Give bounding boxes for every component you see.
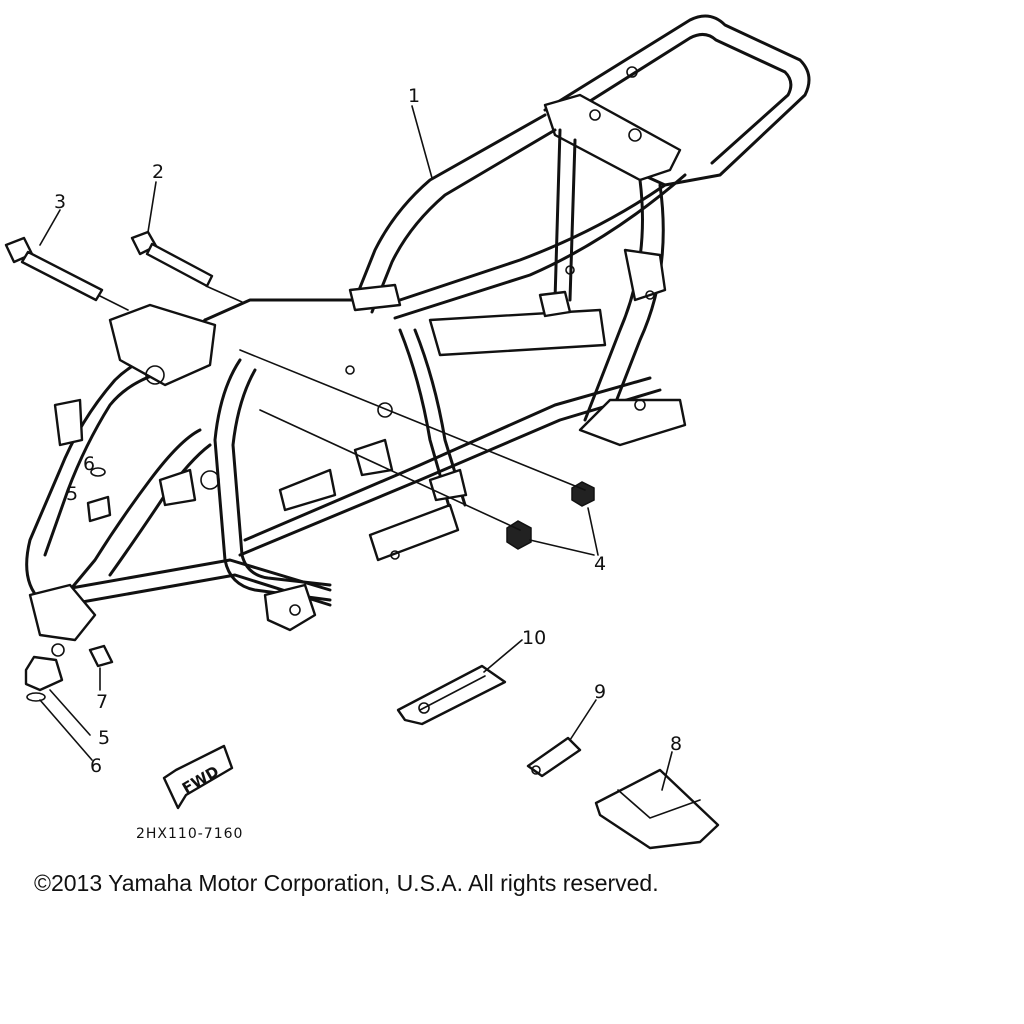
callout-8: 8 [670, 733, 682, 755]
copyright-notice: ©2013 Yamaha Motor Corporation, U.S.A. A… [34, 870, 659, 896]
callout-4: 4 [594, 553, 606, 575]
frame-parts-diagram: FWD 1 2 3 4 6 5 7 5 6 10 9 8 2HX110-7160 [4, 14, 811, 850]
callout-6-lower: 6 [90, 755, 102, 777]
nut-part-4 [506, 481, 595, 550]
callout-2: 2 [152, 161, 164, 183]
callout-3: 3 [54, 191, 66, 213]
bolt-part-2 [130, 230, 214, 288]
bolt-part-7 [51, 643, 114, 668]
damper-part-5-lower [24, 655, 64, 702]
damper-part-5-upper [86, 467, 112, 523]
callout-5-lower: 5 [98, 727, 110, 749]
bolt-part-3 [4, 236, 104, 302]
diagram-reference-code: 2HX110-7160 [136, 826, 243, 842]
callout-10: 10 [522, 627, 546, 649]
callout-7: 7 [96, 691, 108, 713]
envelope-part-8 [594, 768, 720, 850]
callout-5-upper: 5 [66, 483, 78, 505]
clip-part-9 [526, 736, 582, 778]
callout-1: 1 [408, 85, 420, 107]
callout-9: 9 [594, 681, 606, 703]
plate-part-10 [396, 664, 507, 726]
leader-lines [39, 105, 673, 791]
forward-arrow: FWD [162, 744, 234, 810]
main-frame [25, 14, 811, 642]
callout-6-upper: 6 [83, 453, 95, 475]
